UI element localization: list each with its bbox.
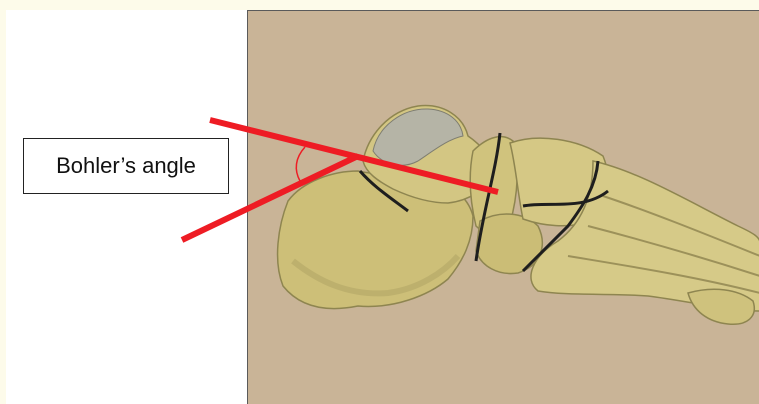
angle-arc [296,147,305,181]
angle-line-lower [182,156,358,240]
